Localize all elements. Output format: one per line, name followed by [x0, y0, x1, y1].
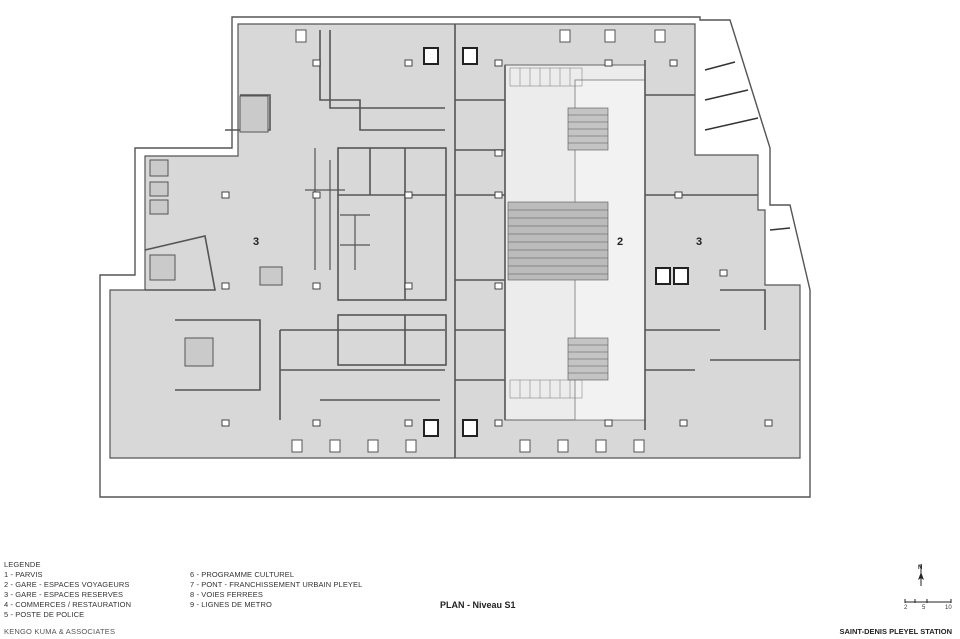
zone-label-3-right: 3 — [696, 236, 703, 248]
scale-label: 2 — [904, 605, 908, 611]
legend-title: LEGENDE — [4, 560, 41, 569]
legend-item: 1 - PARVIS — [4, 570, 43, 579]
legend-item: 2 - GARE - ESPACES VOYAGEURS — [4, 580, 130, 589]
legend-item: 7 - PONT - FRANCHISSEMENT URBAIN PLEYEL — [190, 580, 363, 589]
legend-item: 3 - GARE - ESPACES RESERVES — [4, 590, 124, 599]
legend-item: 9 - LIGNES DE METRO — [190, 600, 272, 609]
north-letter: N — [918, 565, 923, 571]
zone-label-3-left: 3 — [253, 236, 260, 248]
escalators-north — [567, 107, 609, 151]
legend-item: 4 - COMMERCES / RESTAURATION — [4, 600, 132, 609]
legend-col1: LEGENDE 1 - PARVIS 2 - GARE - ESPACES VO… — [4, 560, 131, 620]
escalators-south — [567, 337, 609, 381]
outer-boundary — [99, 16, 811, 498]
scale-bar-icon — [904, 599, 952, 603]
scale-label: 10 — [945, 605, 952, 611]
north-arrow-icon — [918, 564, 924, 586]
floor-plan — [99, 16, 811, 498]
escalators-center — [507, 201, 609, 281]
plan-title: PLAN - Niveau S1 — [440, 600, 516, 610]
legend-item: 8 - VOIES FERREES — [190, 590, 263, 599]
scale-label: 5 — [922, 605, 926, 611]
legend-col2: 6 - PROGRAMME CULTUREL 7 - PONT - FRANCH… — [190, 570, 362, 610]
zone-label-2: 2 — [617, 236, 624, 248]
office-name: KENGO KUMA & ASSOCIATES — [4, 627, 116, 636]
legend-item: 6 - PROGRAMME CULTUREL — [190, 570, 295, 579]
legend-item: 5 - POSTE DE POLICE — [4, 610, 85, 619]
project-name: SAINT-DENIS PLEYEL STATION — [839, 627, 952, 636]
